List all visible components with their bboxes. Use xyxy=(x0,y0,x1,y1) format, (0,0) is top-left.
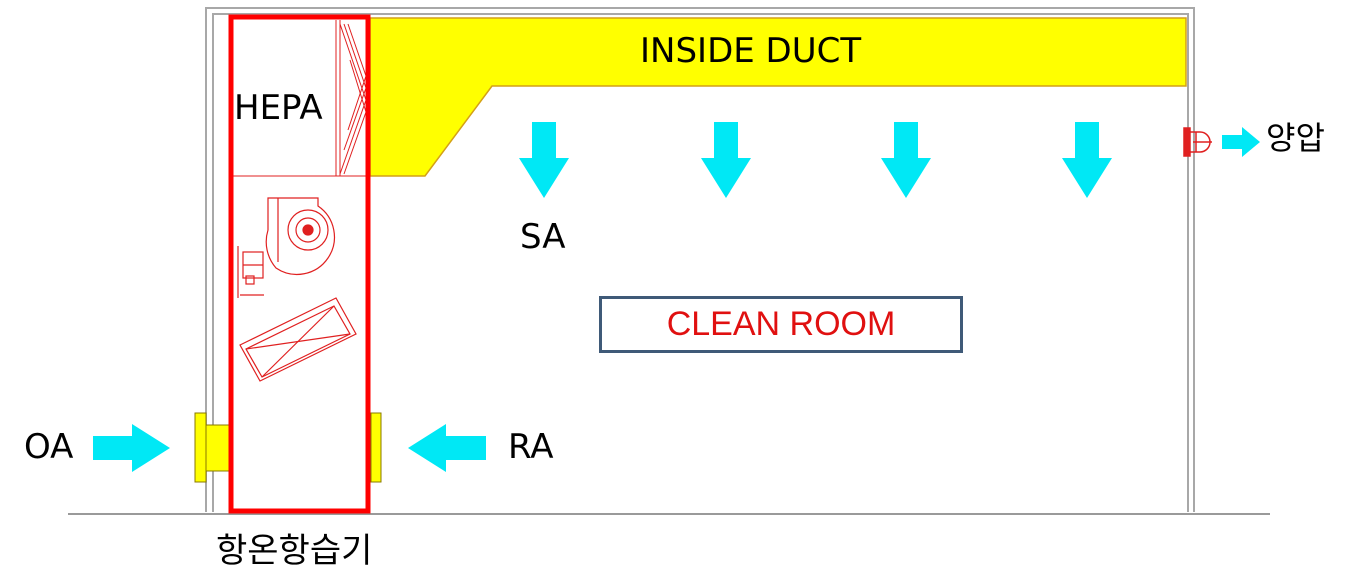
coil-icon xyxy=(239,297,357,382)
ra-flange xyxy=(370,412,382,483)
ahu-label: 항온항습기 xyxy=(216,531,373,571)
sa-arrow-1 xyxy=(519,122,569,198)
clean-room-label: CLEAN ROOM xyxy=(666,305,896,343)
inside-duct-label: INSIDE DUCT xyxy=(640,31,862,71)
room-wall xyxy=(205,7,1195,512)
clean-room-box: CLEAN ROOM xyxy=(599,296,963,353)
oa-arrow xyxy=(93,424,170,472)
oa-duct-stub xyxy=(205,424,231,472)
sa-arrow-group xyxy=(519,122,1112,198)
sa-label: SA xyxy=(520,217,566,257)
oa-label: OA xyxy=(24,427,74,467)
ra-label: RA xyxy=(508,427,554,467)
fan-icon xyxy=(265,197,335,275)
hepa-label: HEPA xyxy=(234,88,323,128)
pressure-arrow xyxy=(1222,127,1260,157)
sa-arrow-2 xyxy=(701,122,751,198)
ahu-frame xyxy=(228,14,371,514)
motor-icon xyxy=(237,246,264,298)
damper-icon xyxy=(1183,127,1212,157)
positive-pressure-label: 양압 xyxy=(1266,119,1325,157)
sa-arrow-4 xyxy=(1062,122,1112,198)
ra-arrow xyxy=(408,424,486,472)
sa-arrow-3 xyxy=(881,122,931,198)
oa-flange xyxy=(194,412,207,483)
